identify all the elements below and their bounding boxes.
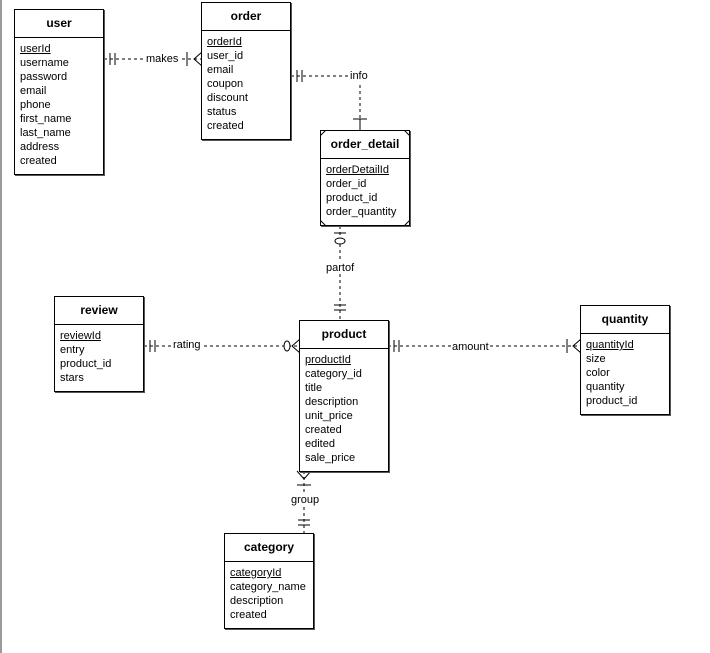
entity-order-detail[interactable]: order_detail orderDetailId order_id prod… <box>320 130 410 226</box>
entity-field: product_id <box>326 192 378 204</box>
entity-review[interactable]: review reviewId entry product_id stars <box>54 296 144 392</box>
canvas-left-edge <box>0 0 2 653</box>
entity-field: category_id <box>305 368 362 380</box>
entity-field: product_id <box>586 395 638 407</box>
entity-title: order <box>202 3 290 31</box>
entity-field: edited <box>305 438 335 450</box>
entity-field: created <box>305 424 342 436</box>
entity-field: created <box>207 120 244 132</box>
rel-label-partof: partof <box>325 262 356 274</box>
entity-field: size <box>586 353 606 365</box>
entity-product[interactable]: product productId category_id title desc… <box>299 320 389 472</box>
entity-quantity[interactable]: quantity quantityId size color quantity … <box>580 305 670 415</box>
rel-label-rating: rating <box>172 339 202 351</box>
entity-title: order_detail <box>321 131 409 159</box>
entity-field: created <box>230 609 267 621</box>
entity-field-pk: userId <box>20 43 51 55</box>
entity-field: coupon <box>207 78 244 90</box>
entity-field: password <box>20 71 68 83</box>
entity-field-pk: reviewId <box>60 330 101 342</box>
entity-field: product_id <box>60 358 112 370</box>
entity-field-pk: productId <box>305 354 351 366</box>
entity-field: order_quantity <box>326 206 397 218</box>
entity-field: description <box>305 396 359 408</box>
entity-field: order_id <box>326 178 367 190</box>
rel-partof-line <box>334 226 346 320</box>
entity-field: phone <box>20 99 51 111</box>
entity-title: user <box>15 10 103 38</box>
entity-title: category <box>225 534 313 562</box>
entity-field: email <box>20 85 47 97</box>
entity-field: color <box>586 367 610 379</box>
entity-category[interactable]: category categoryId category_name descri… <box>224 533 314 629</box>
entity-field: user_id <box>207 50 244 62</box>
rel-label-group: group <box>290 494 321 506</box>
rel-rating-line <box>144 338 301 354</box>
entity-field: description <box>230 595 284 607</box>
entity-title: review <box>55 297 143 325</box>
entity-order[interactable]: order orderId user_id email coupon disco… <box>201 2 291 140</box>
entity-field: status <box>207 106 237 118</box>
entity-field: quantity <box>586 381 625 393</box>
weak-entity-corner-marks <box>320 130 410 226</box>
entity-field: title <box>305 382 323 394</box>
entity-field: email <box>207 64 234 76</box>
rel-label-makes: makes <box>145 53 180 65</box>
entity-title: product <box>300 321 388 349</box>
entity-field: last_name <box>20 127 71 139</box>
entity-field: sale_price <box>305 452 356 464</box>
entity-field: category_name <box>230 581 306 593</box>
entity-field: username <box>20 57 69 69</box>
entity-field-pk: orderDetailId <box>326 164 389 176</box>
entity-field: stars <box>60 372 84 384</box>
entity-field: created <box>20 155 57 167</box>
entity-field-pk: categoryId <box>230 567 282 579</box>
entity-field: first_name <box>20 113 72 125</box>
entity-field: address <box>20 141 60 153</box>
rel-label-info: info <box>349 70 369 82</box>
entity-field: discount <box>207 92 248 104</box>
entity-field-pk: orderId <box>207 36 242 48</box>
entity-title: quantity <box>581 306 669 334</box>
entity-field-pk: quantityId <box>586 339 634 351</box>
rel-label-amount: amount <box>451 341 490 353</box>
entity-field: entry <box>60 344 85 356</box>
entity-user[interactable]: user userId username password email phon… <box>14 9 104 175</box>
entity-field: unit_price <box>305 410 353 422</box>
